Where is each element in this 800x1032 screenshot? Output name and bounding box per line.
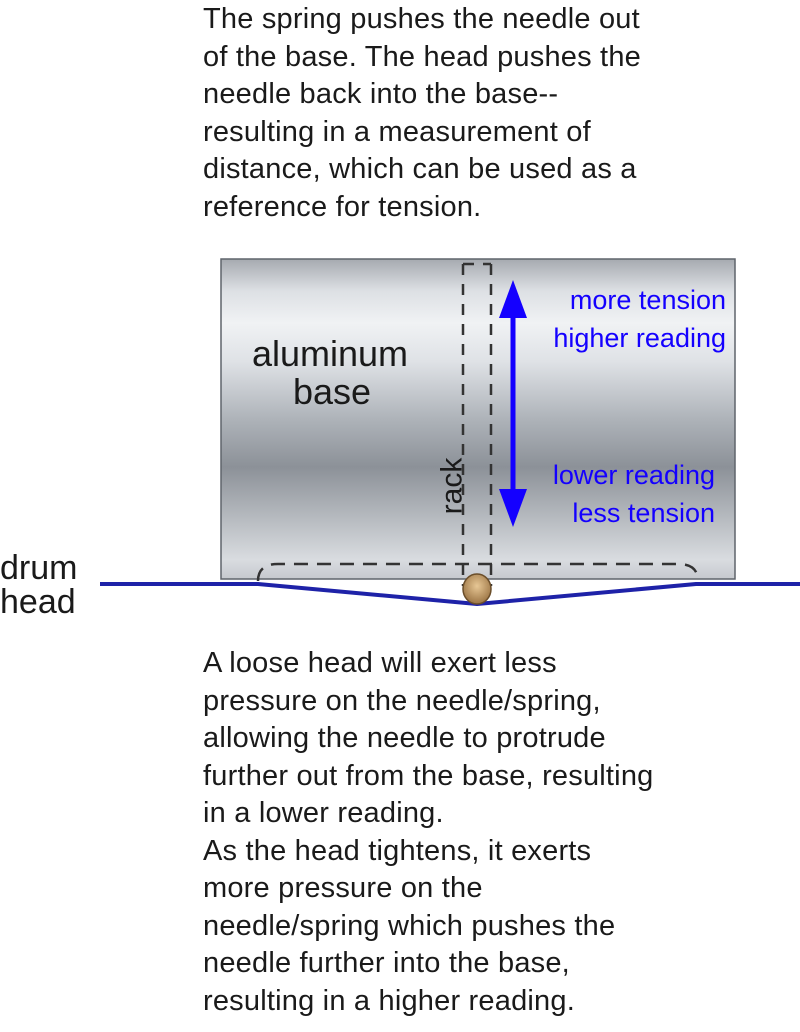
- text-line: As the head tightens, it exerts: [203, 834, 592, 867]
- drum-head-line: [100, 582, 800, 606]
- lower-reading-label: lower reading: [553, 460, 715, 490]
- top-explanation-paragraph: The spring pushes the needle out of the …: [203, 1, 641, 226]
- text-line: distance, which can be used as a: [203, 153, 637, 185]
- aluminum-base: [220, 258, 736, 580]
- text-line: further out from the base, resulting: [203, 759, 654, 792]
- text-line: resulting in a higher reading.: [203, 984, 575, 1017]
- more-tension-label: more tension: [570, 285, 726, 315]
- text-line: reference for tension.: [203, 190, 482, 223]
- text-line: in a lower reading.: [203, 797, 444, 829]
- needle-tip: [462, 573, 492, 605]
- needle-housing-outline: [256, 562, 700, 582]
- bottom-explanation-paragraph: A loose head will exert less pressure on…: [203, 645, 653, 1020]
- drum-head-label-line2: head: [0, 583, 76, 621]
- text-line: The spring pushes the needle out: [203, 3, 640, 35]
- text-line: needle further into the base,: [203, 947, 570, 979]
- text-line: resulting in a measurement of: [203, 115, 591, 148]
- text-line: more pressure on the: [203, 872, 483, 904]
- text-line: needle back into the base--: [203, 78, 559, 110]
- aluminum-base-label: aluminum: [252, 333, 408, 374]
- text-line: A loose head will exert less: [203, 647, 557, 679]
- arrow-down-head: [499, 489, 527, 527]
- text-line: allowing the needle to protrude: [203, 722, 606, 754]
- text-line: of the base. The head pushes the: [203, 40, 641, 73]
- text-line: pressure on the needle/spring,: [203, 684, 601, 717]
- aluminum-base-label-line2: base: [293, 371, 371, 412]
- rack-label: rack: [436, 457, 469, 515]
- less-tension-label: less tension: [572, 498, 715, 528]
- text-line: needle/spring which pushes the: [203, 909, 616, 942]
- higher-reading-label: higher reading: [553, 323, 726, 353]
- drum-head-label: drum: [0, 549, 77, 587]
- arrow-up-head: [499, 280, 527, 318]
